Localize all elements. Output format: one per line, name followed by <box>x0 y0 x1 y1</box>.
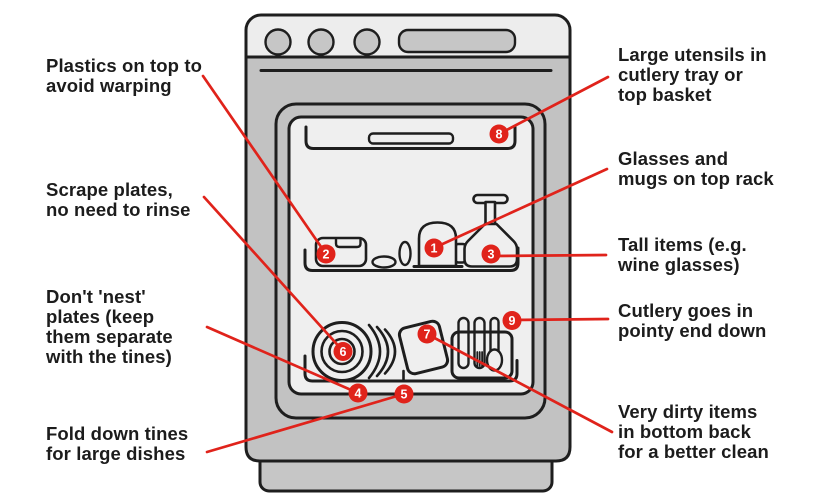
annotation-large-utensils: Large utensils in cutlery tray or top ba… <box>618 44 767 105</box>
bottom-rack <box>303 354 519 383</box>
knife-icon <box>457 316 470 370</box>
marker-6: 6 <box>333 342 353 361</box>
lid-upright-item <box>398 240 412 267</box>
marker-9: 9 <box>502 311 522 330</box>
control-knob-icon <box>353 28 381 56</box>
door-inner-frame <box>274 102 547 420</box>
marker-1: 1 <box>424 238 444 258</box>
marker-5-number: 5 <box>401 388 408 402</box>
control-display <box>397 28 517 54</box>
cutlery-tray <box>304 125 517 150</box>
marker-3-number: 3 <box>488 248 495 262</box>
annotation-scrape-plates: Scrape plates, no need to rinse <box>46 179 191 220</box>
annotation-tall-items: Tall items (e.g. wine glasses) <box>618 234 747 275</box>
callout-lines <box>201 74 614 454</box>
annotation-fold-tines: Fold down tines for large dishes <box>46 423 189 464</box>
tray-handle-recess <box>367 132 455 145</box>
basket-frame <box>450 330 514 380</box>
marker-8: 8 <box>489 124 509 144</box>
cutlery-basket-item <box>450 316 514 380</box>
marker-7-number: 7 <box>424 328 431 342</box>
annotation-glasses-mugs: Glasses and mugs on top rack <box>618 148 774 189</box>
control-knob-icon <box>307 28 335 56</box>
lid-flat-item <box>371 255 397 269</box>
annotation-dont-nest: Don't 'nest' plates (keep them separate … <box>46 286 173 367</box>
marker-9-number: 9 <box>509 314 516 328</box>
control-knob-icon <box>264 28 292 56</box>
marker-2: 2 <box>316 244 336 264</box>
marker-5: 5 <box>394 384 414 404</box>
annotation-dirty-items: Very dirty items in bottom back for a be… <box>618 401 769 462</box>
marker-7: 7 <box>417 324 437 344</box>
marker-4-number: 4 <box>355 387 362 401</box>
marker-6-number: 6 <box>340 345 347 359</box>
control-panel <box>264 28 517 56</box>
marker-8-number: 8 <box>496 128 503 142</box>
annotation-cutlery: Cutlery goes in pointy end down <box>618 300 767 341</box>
marker-3: 3 <box>481 244 501 264</box>
marker-1-number: 1 <box>431 242 438 256</box>
annotation-plastics: Plastics on top to avoid warping <box>46 55 202 96</box>
marker-4: 4 <box>348 383 368 403</box>
marker-2-number: 2 <box>323 248 330 262</box>
top-rack <box>303 246 520 272</box>
